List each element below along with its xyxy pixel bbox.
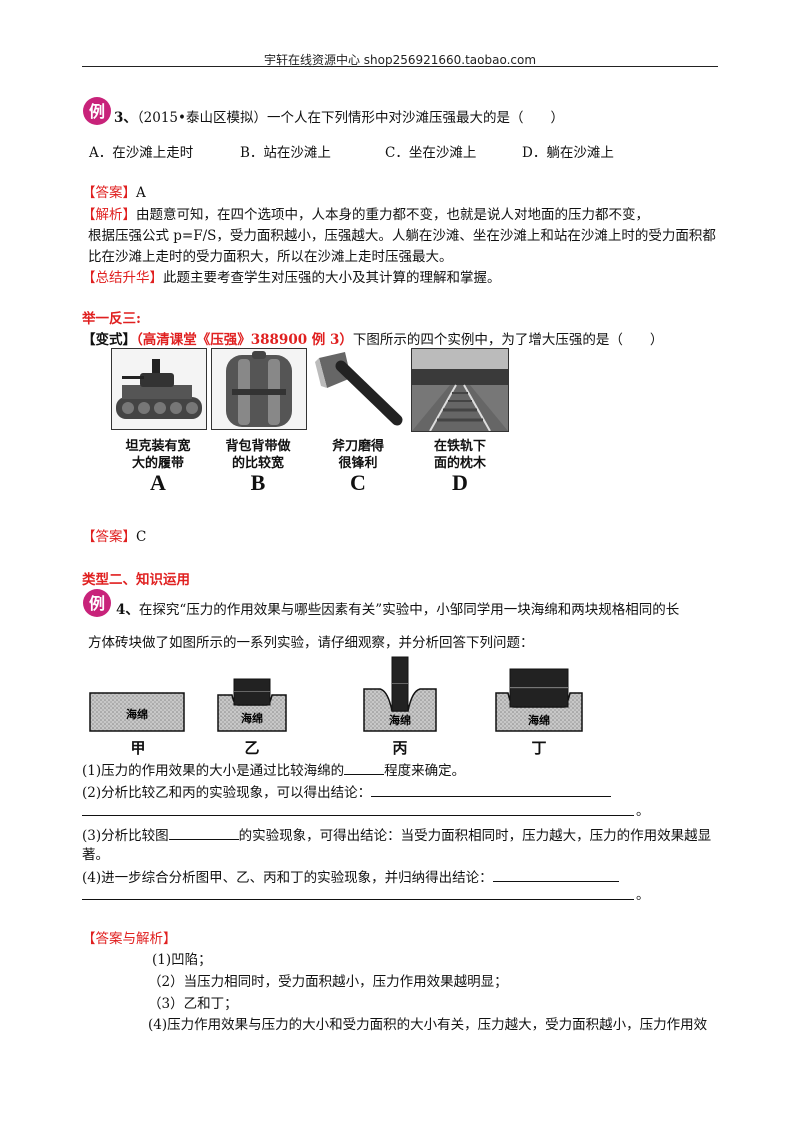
sponge-label-ding: 海绵 — [528, 713, 550, 727]
photo-tank — [111, 348, 207, 430]
q3-option-c: C．坐在沙滩上 — [385, 145, 477, 161]
sub-question-1: (1)压力的作用效果的大小是通过比较海绵的程度来确定。 — [82, 759, 465, 781]
q3-option-d: D．躺在沙滩上 — [522, 145, 614, 161]
blank-4b — [82, 899, 634, 900]
sponge-ding: 海绵 — [495, 668, 583, 732]
caption-a: 坦克装有宽大的履带 — [125, 439, 191, 471]
figure-label-ding: 丁 — [531, 739, 547, 757]
badge-label-2: 例 — [89, 594, 105, 613]
type2-title: 类型二、知识运用 — [82, 572, 190, 588]
sub-question-3: (3)分析比较图的实验现象，可得出结论：当受力面积相同时，压力越大，压力的作用效… — [82, 824, 711, 846]
blank-2b — [82, 815, 634, 816]
caption-c: 斧刀磨得很锋利 — [331, 439, 384, 471]
sponge-experiment-figure: 海绵 海绵 海绵 海绵 — [89, 656, 583, 732]
sub-question-3-cont: 著。 — [82, 847, 109, 863]
q4-answer-3: （3）乙和丁； — [148, 996, 238, 1012]
sub-question-2: (2)分析比较乙和丙的实验现象，可以得出结论： — [82, 781, 612, 803]
sponge-label-yi: 海绵 — [241, 711, 263, 725]
period-2: 。 — [636, 803, 650, 819]
q3-analysis-line-3: 比在沙滩上走时的受力面积大，所以在沙滩上走时压强最大。 — [88, 249, 453, 265]
letter-c: C — [350, 470, 366, 495]
example-badge-icon: 例 — [83, 97, 111, 125]
sponge-label-jia: 海绵 — [126, 707, 148, 721]
q3-option-a: A．在沙滩上走时 — [89, 145, 194, 161]
sponge-yi: 海绵 — [217, 678, 287, 732]
caption-b: 背包背带做的比较宽 — [225, 439, 291, 471]
header-rule — [82, 66, 718, 67]
blank-1 — [344, 759, 385, 775]
period-4: 。 — [636, 887, 650, 903]
page-header: 宇轩在线资源中心 shop256921660.taobao.com — [263, 53, 537, 67]
q3-option-b: B．站在沙滩上 — [240, 145, 331, 161]
figure-label-bing: 丙 — [392, 739, 408, 757]
q3-summary: 【总结升华】此题主要考查学生对压强的大小及其计算的理解和掌握。 — [82, 270, 501, 286]
q3-analysis-line-1: 【解析】由题意可知，在四个选项中，人本身的重力都不变，也就是说人对地面的压力都不… — [82, 207, 649, 223]
q3-analysis-line-2: 根据压强公式 p=F/S，受力面积越小，压强越大。人躺在沙滩、坐在沙滩上和站在沙… — [88, 228, 716, 244]
q4-line-2: 方体砖块做了如图所示的一系列实验，请仔细观察，并分析回答下列问题： — [88, 635, 534, 651]
photo-railway — [411, 348, 509, 432]
practice-answer: 【答案】C — [82, 529, 147, 545]
blank-3 — [168, 824, 239, 840]
sponge-label-bing: 海绵 — [389, 713, 411, 727]
figure-label-yi: 乙 — [244, 739, 260, 757]
sponge-jia: 海绵 — [89, 692, 185, 732]
sub-question-4: (4)进一步综合分析图甲、乙、丙和丁的实验现象，并归纳得出结论： — [82, 866, 619, 888]
example-badge-icon-2: 例 — [83, 589, 111, 617]
q4-answer-4: (4)压力作用效果与压力的大小和受力面积的大小有关，压力越大，受力面积越小，压力… — [148, 1017, 708, 1033]
q3-answer: 【答案】A — [82, 185, 146, 201]
letter-a: A — [150, 470, 166, 495]
q4-answer-2: （2）当压力相同时，受力面积越小，压力作用效果越明显； — [148, 974, 508, 990]
q4-answer-tag: 【答案与解析】 — [82, 931, 177, 947]
letter-d: D — [452, 470, 468, 495]
caption-d: 在铁轨下面的枕木 — [433, 439, 486, 471]
q4-line-1: 4、在探究“压力的作用效果与哪些因素有关”实验中，小邹同学用一块海绵和两块规格相… — [116, 602, 680, 618]
q4-answer-1: (1)凹陷； — [152, 952, 212, 968]
blank-2a — [371, 781, 612, 797]
q3-stem: 3、（2015•泰山区模拟）一个人在下列情形中对沙滩压强最大的是（ ） — [114, 110, 564, 126]
practice-title: 举一反三: — [82, 311, 141, 327]
photo-axe — [311, 348, 405, 428]
badge-label: 例 — [89, 102, 105, 121]
figure-label-jia: 甲 — [130, 739, 146, 757]
variant-stem: 【变式】（高清课堂《压强》388900 例 3）下图所示的四个实例中，为了增大压… — [82, 332, 664, 348]
photo-backpack — [211, 348, 307, 430]
sponge-bing: 海绵 — [363, 656, 437, 732]
letter-b: B — [250, 470, 266, 495]
blank-4a — [492, 866, 619, 882]
